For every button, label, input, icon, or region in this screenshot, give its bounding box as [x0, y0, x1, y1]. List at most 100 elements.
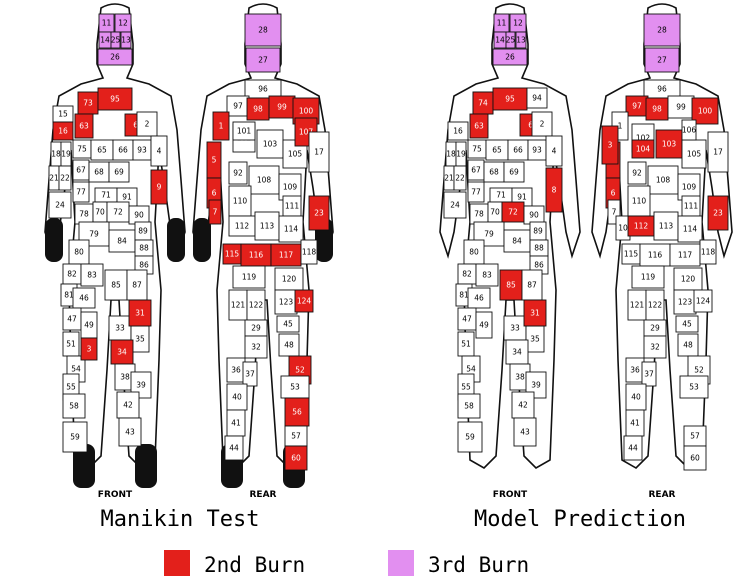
zone-number-label: 78	[79, 210, 89, 219]
zone-number-label: 38	[515, 373, 525, 382]
zone-number-label: 119	[641, 273, 656, 282]
zone-number-label: 75	[472, 145, 482, 154]
zone-number-label: 57	[291, 432, 301, 441]
zone-number-label: 4	[157, 147, 162, 156]
zone-number-label: 48	[683, 341, 693, 350]
zone-number-label: 49	[84, 321, 94, 330]
zone-number-label: 84	[512, 237, 522, 246]
zone-number-label: 11	[102, 19, 112, 28]
zone-number-label: 69	[114, 168, 124, 177]
zone-number-label: 5	[212, 156, 217, 165]
zone-number-label: 89	[533, 227, 543, 236]
zone-number-label: 44	[628, 444, 638, 453]
zone-number-label: 58	[464, 402, 474, 411]
zone-number-label: 22	[60, 174, 70, 183]
zone-number-label: 23	[314, 209, 324, 218]
zone-number-label: 67	[471, 166, 481, 175]
zone-number-label: 91	[122, 193, 132, 202]
figure-label-rear-right: REAR	[649, 490, 676, 500]
zone-number-label: 93	[137, 146, 147, 155]
zone-number-label: 94	[532, 94, 542, 103]
zone-number-label: 16	[453, 127, 463, 136]
zone-number-label: 72	[508, 208, 518, 217]
zone-number-label: 96	[258, 85, 268, 94]
zone-number-label: 88	[534, 244, 544, 253]
zone-number-label: 123	[678, 298, 693, 307]
zone-number-label: 2	[540, 120, 545, 129]
body-figure-front-manikin: 1112131425267395151663642181975656693421…	[45, 4, 185, 488]
zone-number-label: 32	[251, 343, 261, 352]
zone-number-label: 24	[55, 201, 65, 210]
zone-number-label: 60	[291, 454, 301, 463]
figure-label-rear-left: REAR	[250, 490, 277, 500]
zone-number-label: 70	[95, 208, 105, 217]
zone-number-label: 111	[285, 202, 300, 211]
zone-number-label: 57	[690, 432, 700, 441]
zone-number-label: 121	[630, 301, 645, 310]
zone-number-label: 73	[83, 99, 93, 108]
zone-number-label: 123	[279, 298, 294, 307]
zone-number-label: 87	[527, 281, 537, 290]
zone-number-label: 71	[496, 191, 506, 200]
zone-number-label: 15	[58, 110, 68, 119]
zone-number-label: 63	[79, 122, 89, 131]
zone-number-label: 99	[676, 103, 686, 112]
legend-second-burn-swatch	[164, 550, 190, 576]
zone-number-label: 43	[520, 428, 530, 437]
zone-number-label: 114	[284, 225, 299, 234]
zone-number-label: 35	[135, 335, 145, 344]
zone-number-label: 4	[552, 147, 557, 156]
zone-number-label: 39	[136, 381, 146, 390]
zone-number-label: 108	[257, 176, 272, 185]
zone-number-label: 110	[632, 197, 647, 206]
zone-number-label: 40	[631, 393, 641, 402]
zone-number-label: 122	[648, 301, 663, 310]
zone-number-label: 31	[530, 309, 540, 318]
zone-number-label: 120	[282, 275, 297, 284]
zone-number-label: 38	[120, 373, 130, 382]
body-figure-front-model: 1112131425267374959416636421819756566934…	[440, 4, 580, 468]
zone-number-label: 101	[237, 127, 252, 136]
zone-number-label: 87	[132, 281, 142, 290]
zone-number-label: 40	[232, 393, 242, 402]
zone-number-label: 22	[455, 174, 465, 183]
zone-number-label: 117	[678, 251, 693, 260]
zone-number-label: 33	[115, 324, 125, 333]
zone-number-label: 80	[469, 248, 479, 257]
zone-number-label: 32	[650, 343, 660, 352]
hand-shape	[45, 218, 63, 262]
zone-number-label: 80	[74, 248, 84, 257]
zone-number-label: 89	[138, 227, 148, 236]
zone-number-label: 97	[233, 102, 243, 111]
zone-number-label: 47	[462, 315, 472, 324]
zone-number-label: 82	[462, 270, 472, 279]
zone-number-label: 85	[506, 281, 516, 290]
zone-number-label: 1	[219, 122, 224, 131]
zone-number-label: 51	[461, 340, 471, 349]
zone-number-label: 82	[67, 270, 77, 279]
zone-number-label: 105	[687, 150, 702, 159]
zone-number-label: 46	[79, 294, 89, 303]
zone-number-label: 45	[283, 320, 293, 329]
zone-number-label: 115	[225, 250, 240, 259]
zone-number-label: 42	[123, 401, 133, 410]
zone-number-label: 99	[277, 103, 287, 112]
zone-number-label: 69	[509, 168, 519, 177]
zone-number-label: 8	[552, 186, 557, 195]
hand-shape	[167, 218, 185, 262]
zone-number-label: 95	[110, 95, 120, 104]
zone-number-label: 93	[532, 146, 542, 155]
zone-number-label: 118	[701, 248, 716, 257]
body-figures: 1112131425267395151663642181975656693421…	[45, 4, 732, 488]
zone-number-label: 13	[516, 36, 526, 45]
zone-number-label: 70	[490, 208, 500, 217]
zone-number-label: 103	[662, 140, 677, 149]
zone-number-label: 26	[505, 53, 515, 62]
zone-number-label: 120	[681, 275, 696, 284]
legend-second-burn-label: 2nd Burn	[204, 553, 305, 577]
zone-number-label: 59	[465, 433, 475, 442]
zone-number-label: 33	[510, 324, 520, 333]
zone-number-label: 17	[713, 148, 723, 157]
zone-number-label: 52	[694, 366, 704, 375]
body-figure-rear-model: 2827969798991001102104103105106179210810…	[592, 4, 732, 470]
